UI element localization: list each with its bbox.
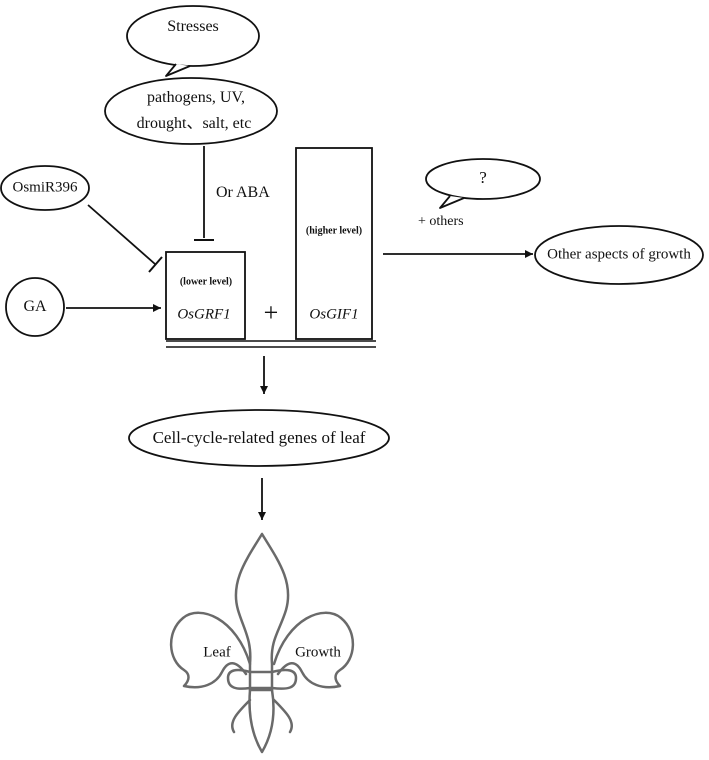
- other-aspects-ellipse: [534, 225, 704, 285]
- osgrf1-box: [165, 251, 246, 340]
- leaf-label: Leaf: [203, 644, 231, 661]
- osgif1-box: [295, 147, 373, 340]
- gif-gene-label: OsGIF1: [309, 306, 359, 323]
- osmir396-inhibition-bar: [148, 256, 163, 273]
- cell-cycle-label: Cell-cycle-related genes of leaf: [152, 428, 366, 447]
- question-bubble: [425, 158, 541, 209]
- or-aba-label: Or ABA: [216, 184, 270, 201]
- stresses-bubble: [126, 5, 260, 77]
- fleur-de-lis-illustration: [169, 532, 355, 754]
- other-aspects-label: Other aspects of growth: [547, 246, 691, 263]
- stresses-label: Stresses: [167, 18, 219, 35]
- stress-examples-line1: pathogens, UV,: [147, 89, 245, 106]
- ga-circle: [5, 277, 65, 337]
- osmir396-inhibition-line: [87, 204, 156, 265]
- grf-level-label: (lower level): [179, 276, 233, 288]
- plus-label: +: [263, 298, 279, 327]
- osmir396-ellipse: [0, 165, 90, 211]
- growth-label: Growth: [295, 644, 341, 661]
- others-label: + others: [418, 214, 464, 229]
- osmir396-label: OsmiR396: [12, 179, 78, 196]
- grf-gene-label: OsGRF1: [177, 306, 231, 323]
- stress-examples-ellipse: [104, 77, 278, 145]
- gif-level-label: (higher level): [305, 225, 363, 237]
- cell-cycle-ellipse: [128, 409, 390, 467]
- stress-examples-line2: drought、salt, etc: [136, 115, 252, 132]
- question-label: ?: [479, 168, 487, 187]
- ga-label: GA: [23, 298, 47, 315]
